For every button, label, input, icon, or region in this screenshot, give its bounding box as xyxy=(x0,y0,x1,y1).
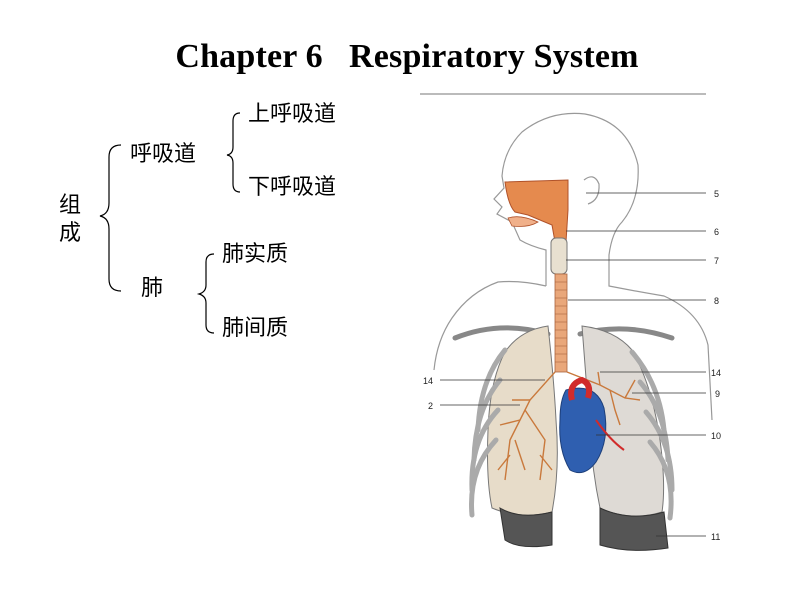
lung-brace xyxy=(196,253,215,334)
label-2: 2 xyxy=(428,401,433,411)
body-outline xyxy=(433,112,713,421)
trachea xyxy=(554,273,568,373)
label-9: 9 xyxy=(715,389,720,399)
ear xyxy=(583,176,600,205)
heart xyxy=(559,387,607,474)
label-7: 7 xyxy=(714,256,719,266)
trachea-rings xyxy=(555,281,567,363)
leaf-lower-respiratory-tract: 下呼吸道 xyxy=(248,175,337,200)
label-11: 11 xyxy=(711,532,720,542)
left-bronchial-tree xyxy=(497,371,556,481)
label-6: 6 xyxy=(714,227,719,237)
larynx xyxy=(550,237,568,275)
root-brace xyxy=(99,144,122,292)
tree-braces xyxy=(99,112,241,334)
label-5: 5 xyxy=(714,189,719,199)
label-14-left: 14 xyxy=(423,376,433,386)
leaf-upper-respiratory-tract: 上呼吸道 xyxy=(248,102,337,127)
label-14-right: 14 xyxy=(711,368,721,378)
page-title: Chapter 6 Respiratory System xyxy=(175,38,639,75)
aorta xyxy=(568,376,593,401)
leader-lines xyxy=(440,192,706,537)
left-ribs xyxy=(469,347,508,518)
branch-respiratory-tract: 呼吸道 xyxy=(130,142,197,167)
leaf-lung-parenchyma: 肺实质 xyxy=(222,242,289,267)
respiratory-system-illustration: 5 6 7 8 14 9 10 11 14 2 xyxy=(423,112,721,551)
label-8: 8 xyxy=(714,296,719,306)
left-lung xyxy=(487,325,558,516)
right-ribs xyxy=(629,349,675,521)
vessel xyxy=(595,419,625,451)
tree-root-label: 组成 xyxy=(58,193,81,246)
leaf-lung-interstitium: 肺间质 xyxy=(222,316,289,341)
nasal-cavity xyxy=(504,179,569,243)
diaphragm xyxy=(499,507,669,551)
oral-cavity xyxy=(507,216,539,227)
label-10: 10 xyxy=(711,431,721,441)
respiratory-tract-brace xyxy=(226,112,241,193)
branch-lung: 肺 xyxy=(141,276,164,301)
